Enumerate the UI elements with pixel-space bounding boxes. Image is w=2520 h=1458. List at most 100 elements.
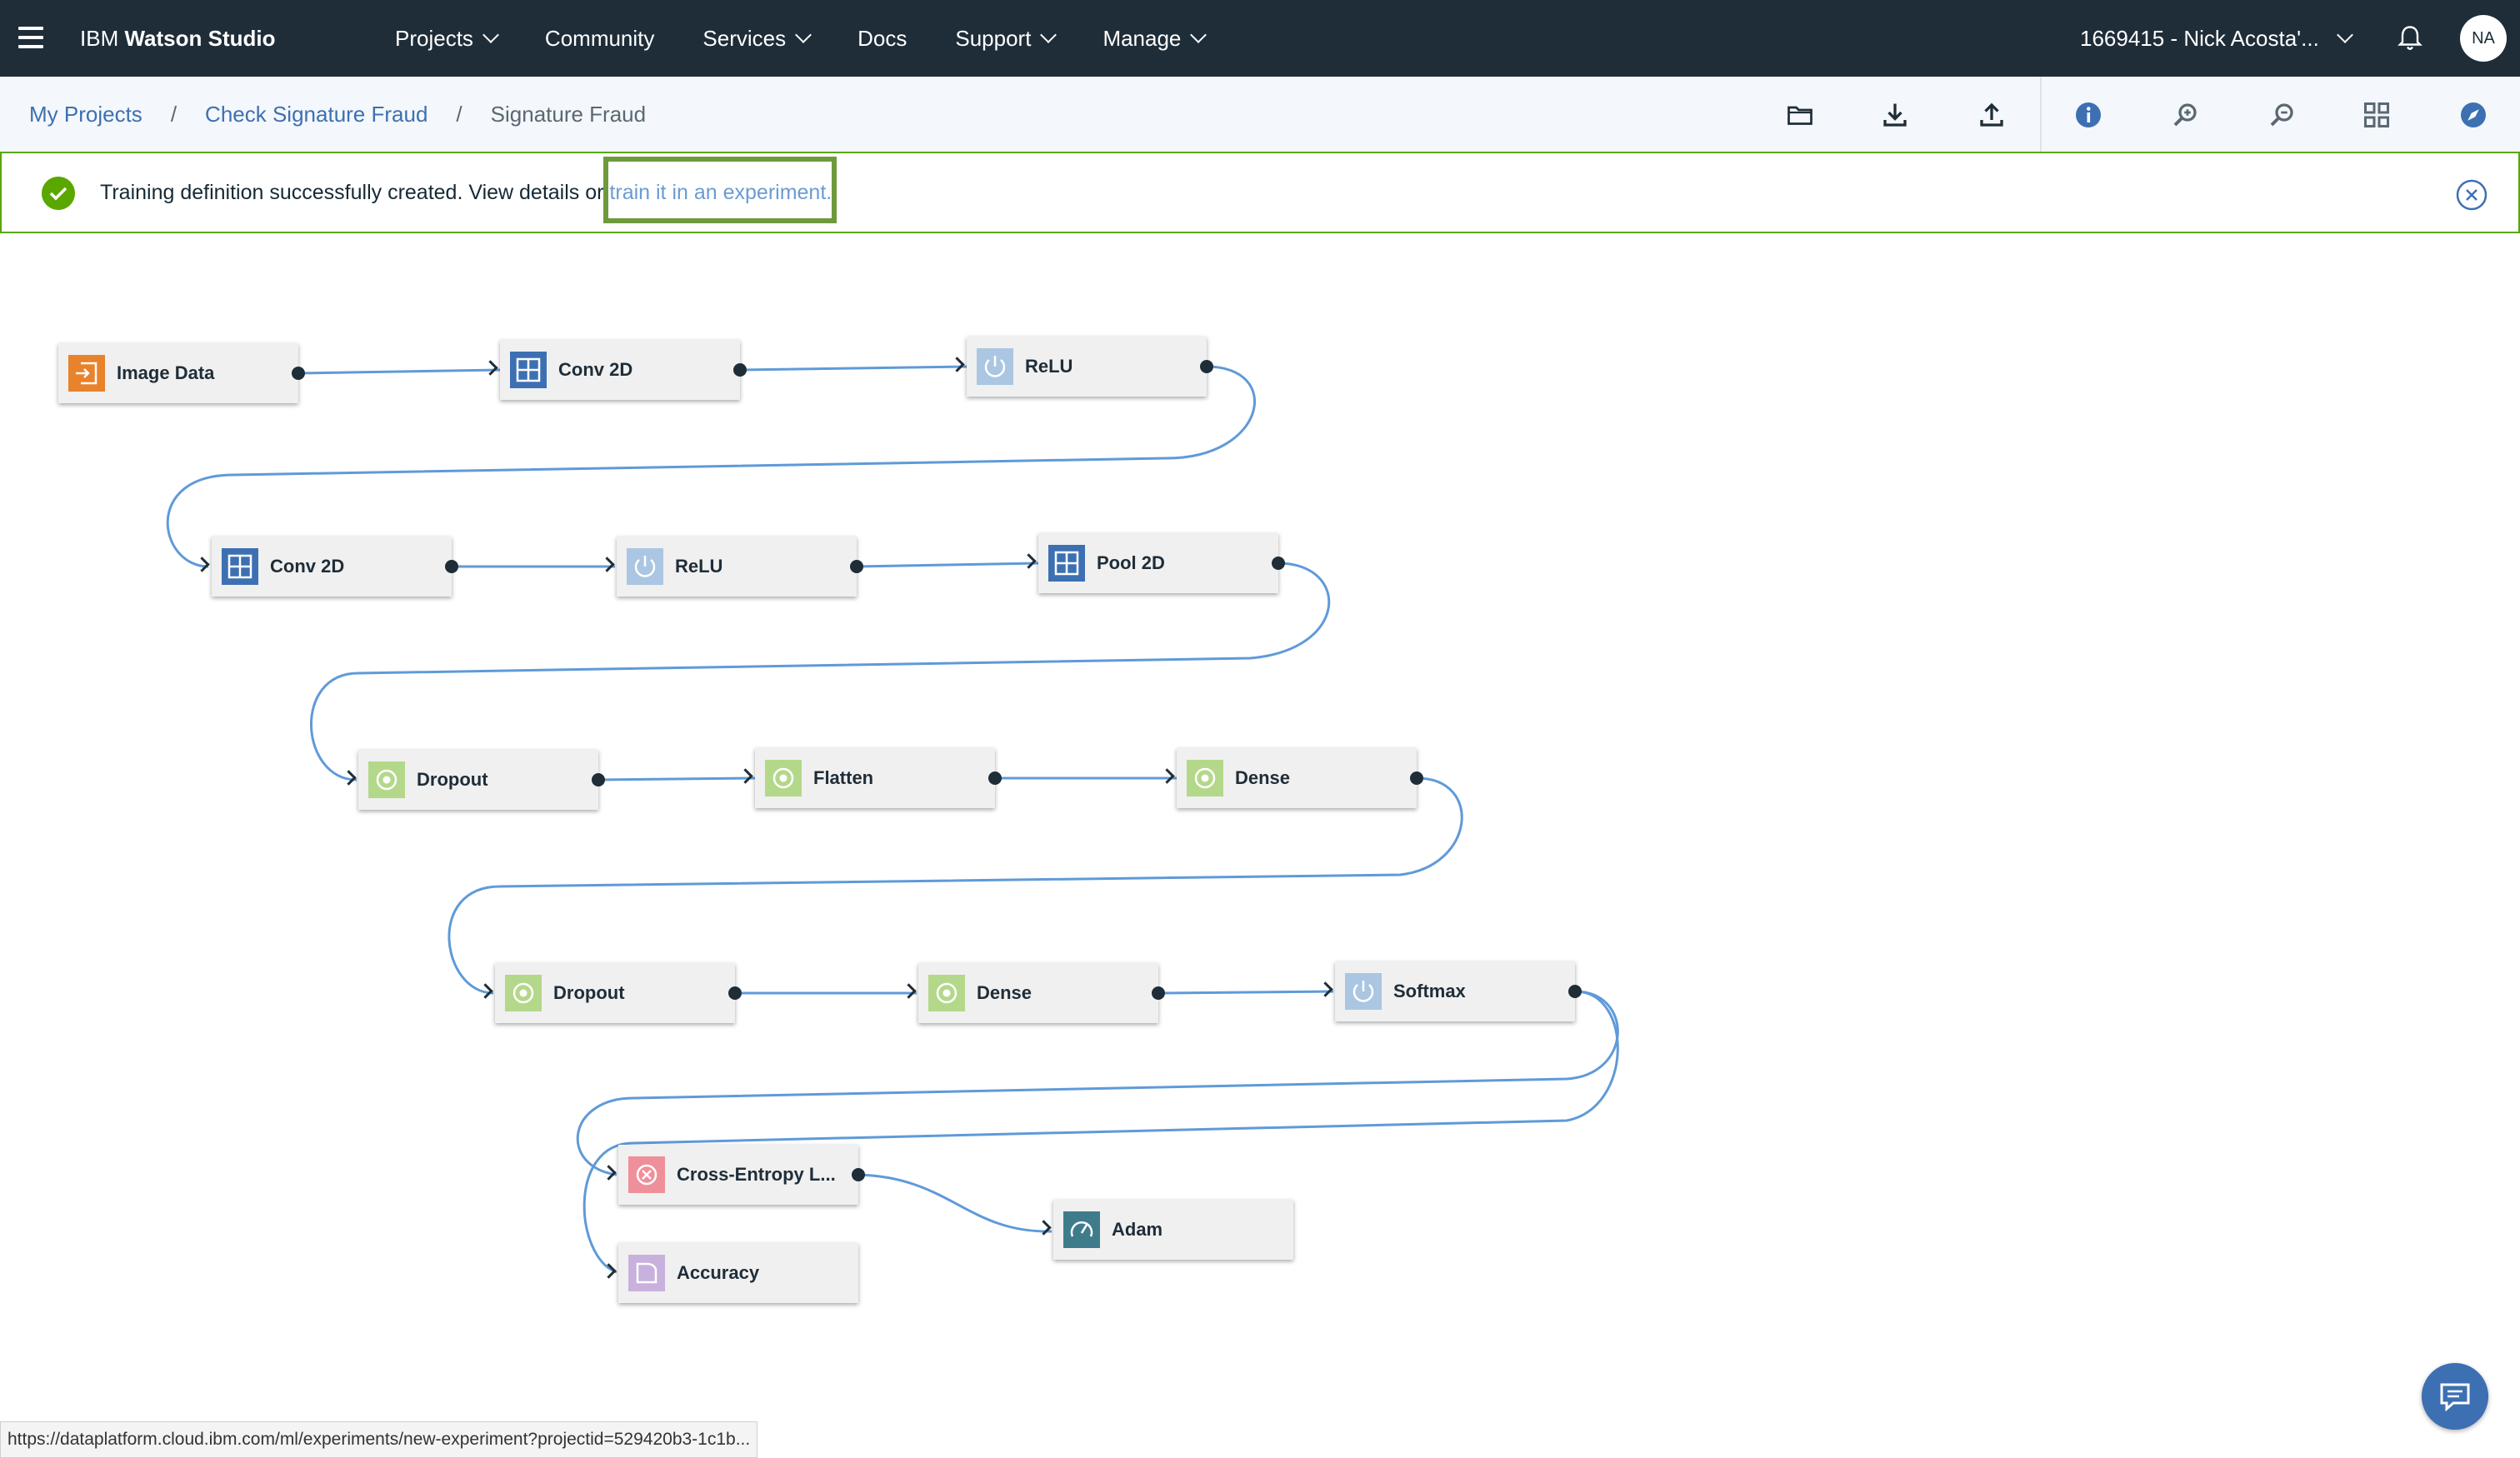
- output-port[interactable]: [1568, 985, 1582, 998]
- download-icon[interactable]: [1880, 100, 1910, 130]
- notification-message: Training definition successfully created…: [100, 153, 832, 232]
- node-image-data[interactable]: Image Data: [58, 343, 305, 403]
- breadcrumb-separator: /: [456, 101, 462, 127]
- node-label: Softmax: [1393, 981, 1466, 1001]
- node-label: Conv 2D: [558, 359, 633, 380]
- info-icon[interactable]: [2073, 100, 2103, 130]
- nav-support-label: Support: [955, 25, 1032, 51]
- folder-icon[interactable]: [1785, 100, 1815, 130]
- brand-title[interactable]: IBM Watson Studio: [80, 0, 275, 77]
- node-label: Accuracy: [677, 1262, 760, 1283]
- toolbar-divider: [2040, 77, 2042, 152]
- nav-community-label: Community: [544, 25, 655, 51]
- account-name: 1669415 - Nick Acosta'...: [2080, 25, 2319, 51]
- node-flatten[interactable]: Flatten: [738, 748, 1002, 808]
- output-port[interactable]: [852, 1168, 865, 1181]
- node-accuracy[interactable]: Accuracy: [601, 1243, 858, 1303]
- node-label: Dense: [977, 982, 1032, 1003]
- zoom-out-icon[interactable]: [2267, 100, 2297, 130]
- output-port[interactable]: [445, 560, 458, 573]
- fit-to-screen-icon[interactable]: [2362, 100, 2392, 130]
- node-label: Flatten: [813, 767, 874, 788]
- node-conv2d[interactable]: Conv 2D: [194, 537, 458, 597]
- success-notification: Training definition successfully created…: [0, 152, 2520, 233]
- target-icon: [928, 975, 965, 1011]
- bell-icon[interactable]: [2395, 23, 2425, 53]
- hamburger-menu-icon[interactable]: [18, 27, 43, 48]
- node-label: Dense: [1235, 767, 1291, 788]
- node-dropout[interactable]: Dropout: [478, 963, 742, 1023]
- train-experiment-link[interactable]: train it in an experiment.: [609, 181, 832, 204]
- grid-icon: [510, 352, 547, 388]
- checkmark-icon: [42, 177, 75, 210]
- node-pool2d[interactable]: Pool 2D: [1021, 533, 1285, 593]
- data-input-icon: [68, 355, 105, 392]
- output-port[interactable]: [1410, 771, 1423, 785]
- output-port[interactable]: [850, 560, 863, 573]
- nav-menu: Projects Community Services Docs Support…: [395, 0, 1252, 77]
- upload-icon[interactable]: [1977, 100, 2007, 130]
- zoom-in-icon[interactable]: [2170, 100, 2200, 130]
- explore-icon[interactable]: [2458, 100, 2488, 130]
- target-icon: [765, 760, 802, 796]
- grid-icon: [222, 548, 258, 585]
- brand-name: Watson Studio: [124, 26, 276, 51]
- highlight-box: [603, 157, 837, 223]
- output-port[interactable]: [1152, 986, 1165, 1000]
- target-icon: [368, 761, 405, 798]
- nav-support[interactable]: Support: [955, 25, 1058, 52]
- target-icon: [1187, 760, 1223, 796]
- node-label: Cross-Entropy L...: [677, 1164, 836, 1185]
- node-label: Dropout: [553, 982, 625, 1003]
- connection-wires: [166, 365, 1619, 1274]
- node-dense[interactable]: Dense: [1159, 748, 1423, 808]
- output-port[interactable]: [728, 986, 742, 1000]
- power-icon: [627, 548, 663, 585]
- output-port[interactable]: [1272, 557, 1285, 570]
- node-label: ReLU: [675, 556, 723, 577]
- top-navigation-bar: IBM Watson Studio Projects Community Ser…: [0, 0, 2520, 77]
- chat-icon[interactable]: [2422, 1363, 2488, 1430]
- grid-icon: [1048, 545, 1085, 582]
- node-conv2d[interactable]: Conv 2D: [482, 340, 747, 400]
- power-icon: [977, 348, 1013, 385]
- account-switcher[interactable]: 1669415 - Nick Acosta'...: [2080, 0, 2353, 77]
- nav-community[interactable]: Community: [545, 26, 654, 52]
- node-label: ReLU: [1025, 356, 1073, 377]
- node-adam[interactable]: Adam: [1036, 1200, 1293, 1260]
- breadcrumb-project[interactable]: Check Signature Fraud: [205, 101, 428, 127]
- node-cross-entropy-loss[interactable]: Cross-Entropy L...: [601, 1145, 865, 1205]
- node-label: Image Data: [117, 362, 215, 383]
- output-port[interactable]: [1200, 360, 1213, 373]
- breadcrumb-bar: My Projects / Check Signature Fraud / Si…: [0, 77, 2520, 152]
- node-label: Conv 2D: [270, 556, 345, 577]
- output-port[interactable]: [733, 363, 747, 377]
- chevron-down-icon: [482, 27, 499, 43]
- flow-canvas[interactable]: Image Data Conv 2D ReLU Conv 2D ReLU Poo…: [0, 230, 2520, 1421]
- breadcrumb-current: Signature Fraud: [490, 101, 647, 127]
- nav-manage-label: Manage: [1102, 25, 1182, 51]
- output-port[interactable]: [592, 773, 605, 786]
- nav-docs[interactable]: Docs: [858, 26, 907, 52]
- status-url-bar: https://dataplatform.cloud.ibm.com/ml/ex…: [0, 1421, 758, 1458]
- output-port[interactable]: [988, 771, 1002, 785]
- node-softmax[interactable]: Softmax: [1318, 961, 1582, 1021]
- metric-icon: [628, 1255, 665, 1291]
- node-dense[interactable]: Dense: [901, 963, 1165, 1023]
- output-port[interactable]: [292, 367, 305, 380]
- notification-text: Training definition successfully created…: [100, 181, 610, 204]
- close-icon[interactable]: [2455, 178, 2488, 212]
- node-label: Pool 2D: [1097, 552, 1165, 573]
- avatar[interactable]: NA: [2460, 15, 2507, 62]
- nav-manage[interactable]: Manage: [1102, 25, 1208, 52]
- chevron-down-icon: [2336, 27, 2353, 43]
- node-relu[interactable]: ReLU: [949, 337, 1213, 397]
- node-dropout[interactable]: Dropout: [341, 750, 605, 810]
- nav-docs-label: Docs: [858, 25, 908, 51]
- speedometer-icon: [1063, 1211, 1100, 1248]
- node-relu[interactable]: ReLU: [599, 537, 863, 597]
- nav-services[interactable]: Services: [702, 26, 812, 52]
- breadcrumb-my-projects[interactable]: My Projects: [29, 101, 142, 127]
- nav-projects[interactable]: Projects: [395, 26, 499, 52]
- chevron-down-icon: [1190, 27, 1208, 43]
